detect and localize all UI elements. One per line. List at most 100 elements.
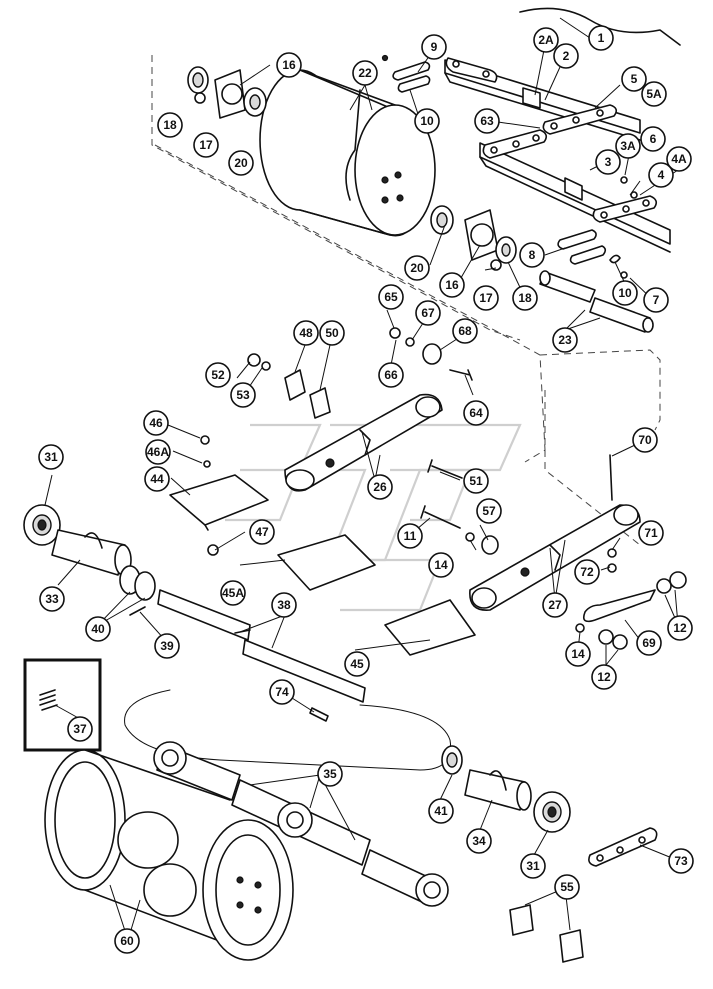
callout-51: 51 [463, 468, 489, 494]
svg-text:51: 51 [469, 474, 483, 488]
callout-20-upper: 20 [228, 150, 254, 176]
svg-text:37: 37 [73, 722, 87, 736]
svg-text:11: 11 [404, 529, 417, 543]
callout-14-right: 14 [565, 641, 591, 667]
callout-23: 23 [552, 327, 578, 353]
callout-26: 26 [367, 474, 393, 500]
frame-break-line [519, 7, 681, 46]
svg-text:5A: 5A [646, 87, 662, 101]
washer-71 [607, 548, 617, 558]
callout-20-lower: 20 [404, 255, 430, 281]
bearing-right-31 [533, 791, 571, 833]
slat-bar-lower [479, 142, 671, 253]
chain-links-lower [482, 129, 658, 223]
bearing-assembly-upper-right [430, 205, 517, 271]
callout-12-right: 12 [667, 615, 693, 641]
callout-14-mid: 14 [428, 552, 454, 578]
svg-text:12: 12 [597, 670, 611, 684]
nut-72 [607, 563, 617, 573]
bolt-70 [609, 454, 613, 501]
bolt-11 [420, 505, 461, 529]
svg-text:10: 10 [618, 286, 632, 300]
svg-text:64: 64 [469, 406, 483, 420]
callout-60: 60 [114, 928, 140, 954]
nut-12-upper [656, 578, 672, 594]
svg-text:10: 10 [420, 114, 434, 128]
bearing-left-31 [23, 504, 61, 546]
nut-47 [207, 544, 219, 556]
svg-text:65: 65 [384, 290, 398, 304]
drive-drum-60 [44, 749, 294, 961]
callout-40: 40 [85, 616, 111, 642]
callout-7: 7 [643, 287, 669, 313]
svg-text:20: 20 [234, 156, 248, 170]
key-39 [129, 606, 146, 616]
collar-33 [51, 529, 132, 576]
scraper-plate-45a [277, 534, 376, 591]
tension-arm-26 [284, 393, 443, 492]
callout-10-upper: 10 [414, 108, 440, 134]
callout-27: 27 [542, 592, 568, 618]
bolt-51 [427, 459, 463, 479]
nut-12-upper2 [669, 571, 687, 589]
svg-text:33: 33 [45, 592, 59, 606]
wear-plate-48 [284, 369, 306, 401]
callout-11: 11 [397, 523, 423, 549]
callout-4a: 4A [666, 146, 692, 172]
svg-text:14: 14 [571, 647, 585, 661]
svg-text:41: 41 [434, 804, 448, 818]
callout-17-upper: 17 [193, 132, 219, 158]
callout-46a: 46A [145, 439, 171, 465]
plate-55a [509, 904, 534, 936]
callout-71: 71 [638, 520, 664, 546]
svg-text:73: 73 [674, 854, 688, 868]
callout-31-left: 31 [38, 444, 64, 470]
sprocket-shaft-35 [153, 741, 449, 907]
callout-10-lower: 10 [612, 280, 638, 306]
washer-14b [575, 623, 585, 633]
washer-46a [203, 460, 211, 468]
svg-text:17: 17 [479, 291, 493, 305]
svg-text:68: 68 [458, 324, 472, 338]
callout-50: 50 [319, 320, 345, 346]
drive-chain-loop [124, 689, 452, 771]
svg-text:16: 16 [282, 58, 296, 72]
idler-drum-upper [259, 69, 436, 237]
svg-text:70: 70 [638, 433, 652, 447]
svg-text:18: 18 [163, 118, 177, 132]
svg-text:66: 66 [384, 368, 398, 382]
callout-12-lower: 12 [591, 664, 617, 690]
washer-14a [465, 532, 475, 542]
svg-text:27: 27 [548, 598, 562, 612]
svg-text:52: 52 [211, 368, 225, 382]
callout-6: 6 [640, 126, 666, 152]
svg-text:71: 71 [644, 526, 658, 540]
callout-18-lower: 18 [512, 285, 538, 311]
callout-31-right: 31 [520, 853, 546, 879]
svg-text:8: 8 [529, 248, 536, 262]
svg-text:3A: 3A [620, 139, 636, 153]
plate-55b [559, 929, 584, 963]
callout-45: 45 [344, 651, 370, 677]
callout-69: 69 [636, 630, 662, 656]
shaft-segments [539, 270, 654, 333]
key-74 [309, 707, 329, 722]
angle-bracket-50 [309, 387, 331, 419]
svg-text:67: 67 [421, 306, 435, 320]
callout-33: 33 [39, 586, 65, 612]
callout-4: 4 [648, 162, 674, 188]
svg-text:9: 9 [431, 40, 438, 54]
callout-18-upper: 18 [157, 112, 183, 138]
callout-34: 34 [466, 828, 492, 854]
svg-text:18: 18 [518, 291, 532, 305]
svg-text:6: 6 [650, 132, 657, 146]
inset-box [23, 658, 102, 752]
connector-link-upper [381, 54, 431, 93]
adjuster-rod-69 [582, 589, 656, 623]
callout-2: 2 [553, 43, 579, 69]
callout-72: 72 [574, 559, 600, 585]
callout-22: 22 [352, 60, 378, 86]
callout-68: 68 [452, 318, 478, 344]
scraper-plate-45 [384, 599, 476, 656]
callout-55: 55 [554, 874, 580, 900]
